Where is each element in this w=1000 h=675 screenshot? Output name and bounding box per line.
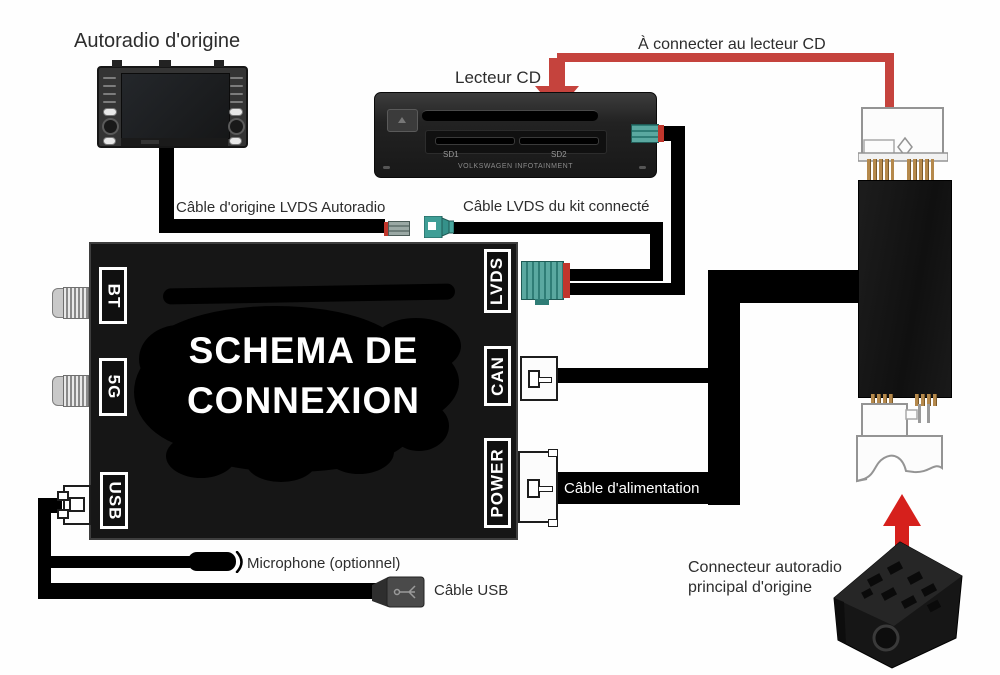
radio-top-tab	[214, 60, 224, 67]
radio-button	[103, 137, 116, 145]
lvds-connector-tab	[535, 299, 549, 305]
usb-cable-vertical	[38, 498, 51, 597]
connecteur-label-line2: principal d'origine	[688, 579, 813, 596]
mic-cable	[38, 556, 190, 568]
box-title-line2: CONNEXION	[186, 380, 421, 421]
radio-button	[103, 108, 117, 116]
quadlock-connector-image	[833, 541, 963, 669]
5g-antenna	[52, 375, 89, 407]
usb-cable-horizontal	[38, 583, 379, 599]
gold-pins-top-right	[907, 159, 934, 182]
long-pin	[927, 404, 930, 423]
lvds-box-connector-stripe	[563, 263, 570, 298]
lecteur-cd-label: Lecteur CD	[455, 68, 541, 87]
kit-lvds-cable-return	[568, 269, 663, 281]
port-5g: 5G	[99, 358, 127, 416]
connecteur-label: Connecteur autoradio principal d'origine	[688, 558, 842, 598]
inline-connector-female	[388, 221, 410, 236]
port-bt: BT	[99, 267, 127, 324]
scribble-blob	[134, 283, 461, 482]
cable-usb-label: Câble USB	[434, 582, 509, 599]
cd-cable-vertical	[671, 126, 685, 295]
autoradio-image	[97, 60, 248, 148]
can-connector	[520, 356, 558, 401]
trunk-cable-vertical	[708, 270, 740, 505]
cd-cable-return	[568, 283, 685, 295]
microphone-arc	[235, 551, 243, 573]
adapter-top-housing	[858, 107, 948, 162]
cable-kit-label: Câble LVDS du kit connecté	[463, 198, 650, 215]
adapter-black-module	[858, 180, 952, 398]
long-pin	[918, 404, 921, 423]
cable-alim-label: Câble d'alimentation	[564, 479, 700, 497]
radio-bottom-strip	[121, 138, 228, 146]
sd1-slot	[435, 137, 515, 145]
port-can: CAN	[484, 346, 511, 406]
eject-button	[387, 109, 418, 132]
kit-lvds-cable-vertical	[650, 222, 663, 280]
port-power: POWER	[484, 438, 511, 528]
port-lvds: LVDS	[484, 249, 511, 313]
adapter-bottom-housing	[856, 403, 943, 483]
port-usb: USB	[100, 472, 128, 529]
usb-a-connector	[372, 576, 425, 608]
autoradio-label: Autoradio d'origine	[74, 30, 241, 52]
microphone-label: Microphone (optionnel)	[247, 555, 401, 572]
cd-player-image: SD1 SD2 VOLKSWAGEN INFOTAINMENT	[374, 92, 657, 178]
radio-slot-detail	[141, 140, 159, 144]
gold-pins-top-left	[867, 159, 894, 182]
interface-box: SCHEMA DE CONNEXION	[89, 242, 518, 540]
radio-lvds-cable-vertical	[159, 146, 174, 224]
radio-lvds-cable-horizontal	[159, 219, 385, 233]
radio-button	[229, 108, 243, 116]
radio-knob-left	[102, 118, 119, 135]
can-cable	[556, 368, 708, 383]
sd2-label: SD2	[551, 150, 567, 159]
gold-pins-bottom-right	[915, 394, 937, 406]
lvds-box-connector	[521, 261, 564, 300]
connect-cd-label: À connecter au lecteur CD	[638, 36, 826, 53]
sd-panel	[425, 130, 607, 154]
radio-button	[229, 137, 242, 145]
cd-brand-label: VOLKSWAGEN INFOTAINMENT	[458, 163, 573, 170]
red-cd-link-vertical	[885, 53, 894, 110]
inline-connector-stripe	[384, 222, 389, 236]
radio-top-tab	[112, 60, 122, 67]
cd-lvds-connector	[631, 124, 659, 143]
usb-port-connector	[57, 485, 91, 525]
sd1-label: SD1	[443, 150, 459, 159]
cd-slot	[422, 110, 598, 121]
box-title-line1: SCHEMA DE	[188, 330, 419, 371]
box-title: SCHEMA DE CONNEXION	[91, 326, 516, 426]
connecteur-label-line1: Connecteur autoradio	[688, 559, 842, 576]
power-connector	[518, 449, 558, 527]
radio-knob-right	[228, 118, 245, 135]
inline-connector-male	[424, 216, 454, 238]
red-cd-link-horizontal	[557, 53, 891, 62]
radio-screen	[121, 73, 230, 139]
microphone-image	[188, 552, 236, 571]
sd2-slot	[519, 137, 599, 145]
cable-origine-label: Câble d'origine LVDS Autoradio	[176, 199, 386, 216]
kit-lvds-cable-horizontal	[453, 222, 653, 234]
radio-top-tab	[159, 60, 171, 67]
power-cable: Câble d'alimentation	[556, 472, 740, 504]
bt-antenna	[52, 287, 89, 319]
cd-lvds-connector-stripe	[658, 125, 664, 142]
